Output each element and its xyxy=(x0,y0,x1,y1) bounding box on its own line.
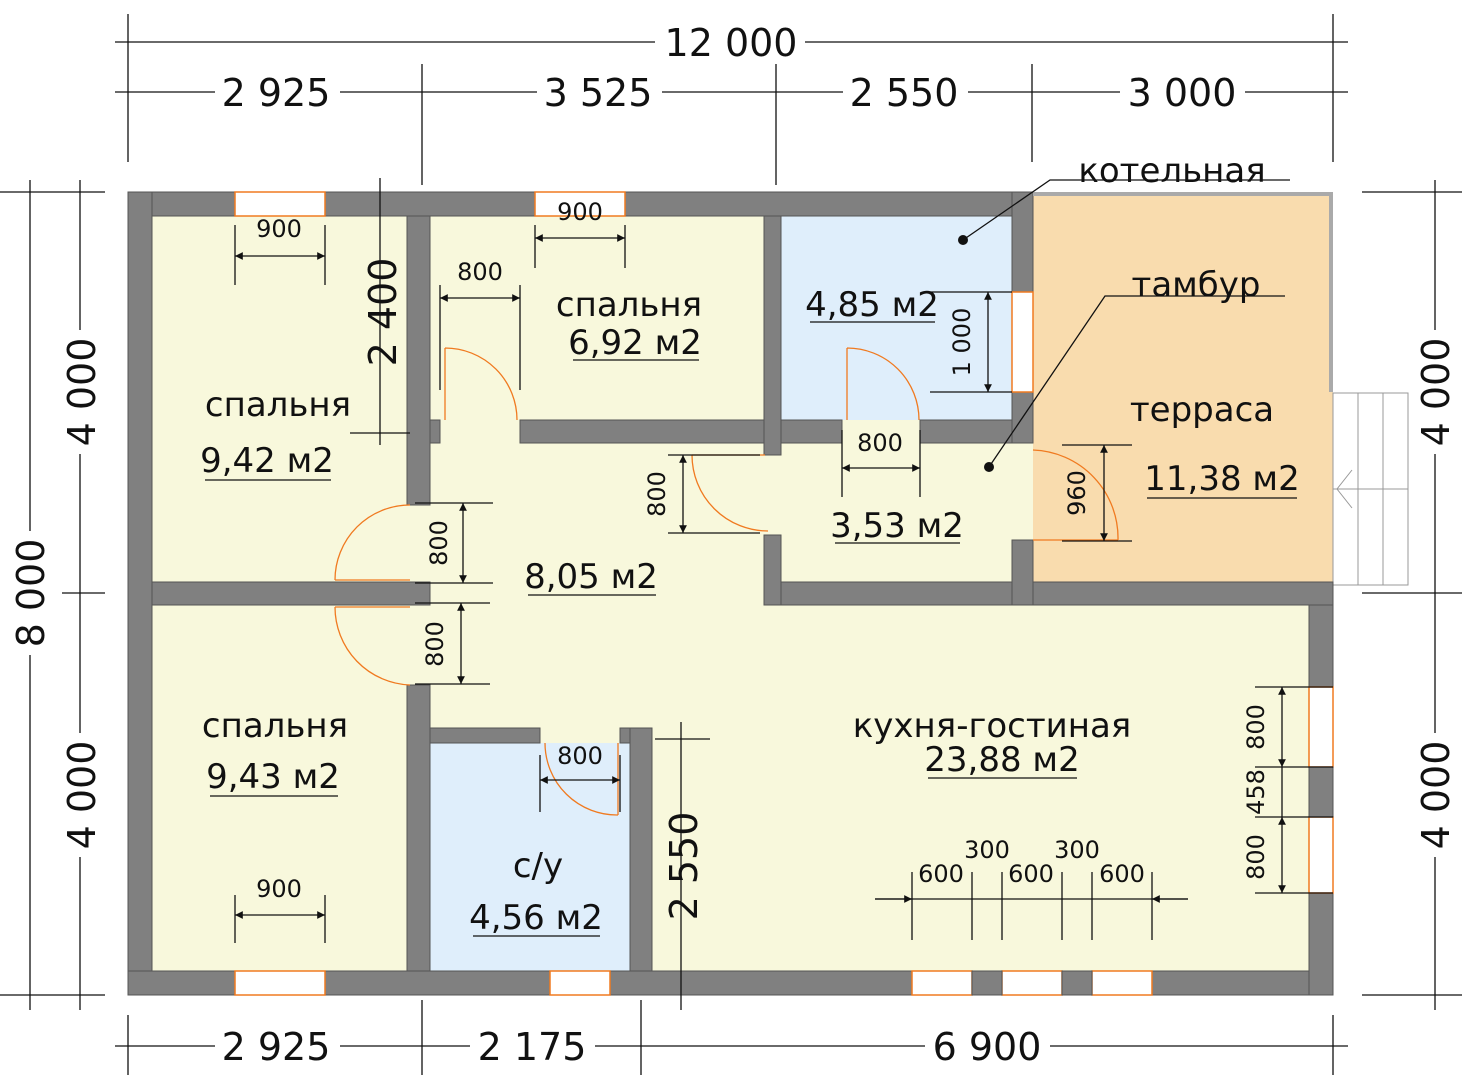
window xyxy=(1011,291,1034,393)
window xyxy=(549,970,611,996)
room-name: спальня xyxy=(202,706,348,746)
window xyxy=(1308,686,1334,768)
window xyxy=(1001,970,1063,996)
room-name: кухня-гостиная xyxy=(853,706,1132,746)
room-area: 4,85 м2 xyxy=(805,285,939,325)
dim-inner: 1 000 xyxy=(948,308,976,377)
room-name: терраса xyxy=(1130,390,1274,430)
window xyxy=(1091,970,1153,996)
dim-inner: 900 xyxy=(256,875,302,903)
boiler-floor xyxy=(781,216,1012,420)
room-area: 6,92 м2 xyxy=(568,323,702,363)
dim-inner: 458 xyxy=(1242,769,1270,815)
room-name: спальня xyxy=(556,285,702,325)
dim-left: 4 000 xyxy=(60,338,104,447)
dim-inner: 800 xyxy=(1242,834,1270,880)
dim-inner: 2 400 xyxy=(361,258,405,367)
dim-inner: 960 xyxy=(1063,470,1091,516)
room-area: 23,88 м2 xyxy=(924,740,1079,780)
dim-inner: 800 xyxy=(643,471,671,517)
dim-inner: 2 550 xyxy=(662,812,706,921)
dim-inner: 800 xyxy=(1242,704,1270,750)
dim-inner: 800 xyxy=(557,742,603,770)
dim-inner: 800 xyxy=(857,429,903,457)
dim-bottom: 2 175 xyxy=(478,1025,587,1069)
window xyxy=(534,191,626,217)
room-labels: спальня 9,42 м2 спальня 6,92 м2 котельна… xyxy=(200,151,1300,938)
dim-left: 4 000 xyxy=(60,741,104,850)
dim-top: 2 550 xyxy=(850,71,959,115)
room-area: 3,53 м2 xyxy=(830,506,964,546)
dim-total-width: 12 000 xyxy=(665,21,798,65)
dim-bottom: 6 900 xyxy=(933,1025,1042,1069)
terrace-floor xyxy=(1033,192,1333,582)
room-area: 9,42 м2 xyxy=(200,441,334,481)
room-area: 9,43 м2 xyxy=(206,757,340,797)
dim-inner: 300 xyxy=(964,836,1010,864)
dim-inner: 600 xyxy=(1099,860,1145,888)
window xyxy=(234,970,326,996)
dim-bottom: 2 925 xyxy=(222,1025,331,1069)
room-name: тамбур xyxy=(1132,265,1261,305)
door-swing xyxy=(444,347,518,421)
room-area: 11,38 м2 xyxy=(1144,459,1299,499)
dim-top: 3 525 xyxy=(544,71,653,115)
door-swing xyxy=(846,347,920,421)
dim-inner: 600 xyxy=(1008,860,1054,888)
dim-inner: 600 xyxy=(918,860,964,888)
dim-inner: 800 xyxy=(425,520,453,566)
door-swing xyxy=(334,606,411,686)
room-name: с/у xyxy=(513,846,563,886)
dimension-labels: 12 000 2 925 3 525 2 550 3 000 2 925 2 1… xyxy=(9,21,1467,1069)
entry-arrow-icon xyxy=(1336,469,1353,509)
dim-right: 4 000 xyxy=(1414,338,1458,447)
dim-top: 2 925 xyxy=(222,71,331,115)
window xyxy=(234,191,326,217)
leader-dot xyxy=(958,235,968,245)
dim-inner: 800 xyxy=(421,621,449,667)
dim-right: 4 000 xyxy=(1414,741,1458,850)
window xyxy=(911,970,973,996)
dim-inner: 900 xyxy=(256,215,302,243)
room-name: котельная xyxy=(1078,151,1265,191)
dim-inner: 800 xyxy=(457,258,503,286)
room-area: 8,05 м2 xyxy=(524,557,658,597)
room-area: 4,56 м2 xyxy=(469,898,603,938)
dim-top: 3 000 xyxy=(1128,71,1237,115)
dim-inner: 900 xyxy=(557,198,603,226)
leader-dot xyxy=(984,462,994,472)
room-name: спальня xyxy=(205,385,351,425)
dim-left-total: 8 000 xyxy=(9,539,53,648)
window xyxy=(1308,816,1334,894)
door-swing xyxy=(334,504,411,581)
dim-inner: 300 xyxy=(1054,836,1100,864)
